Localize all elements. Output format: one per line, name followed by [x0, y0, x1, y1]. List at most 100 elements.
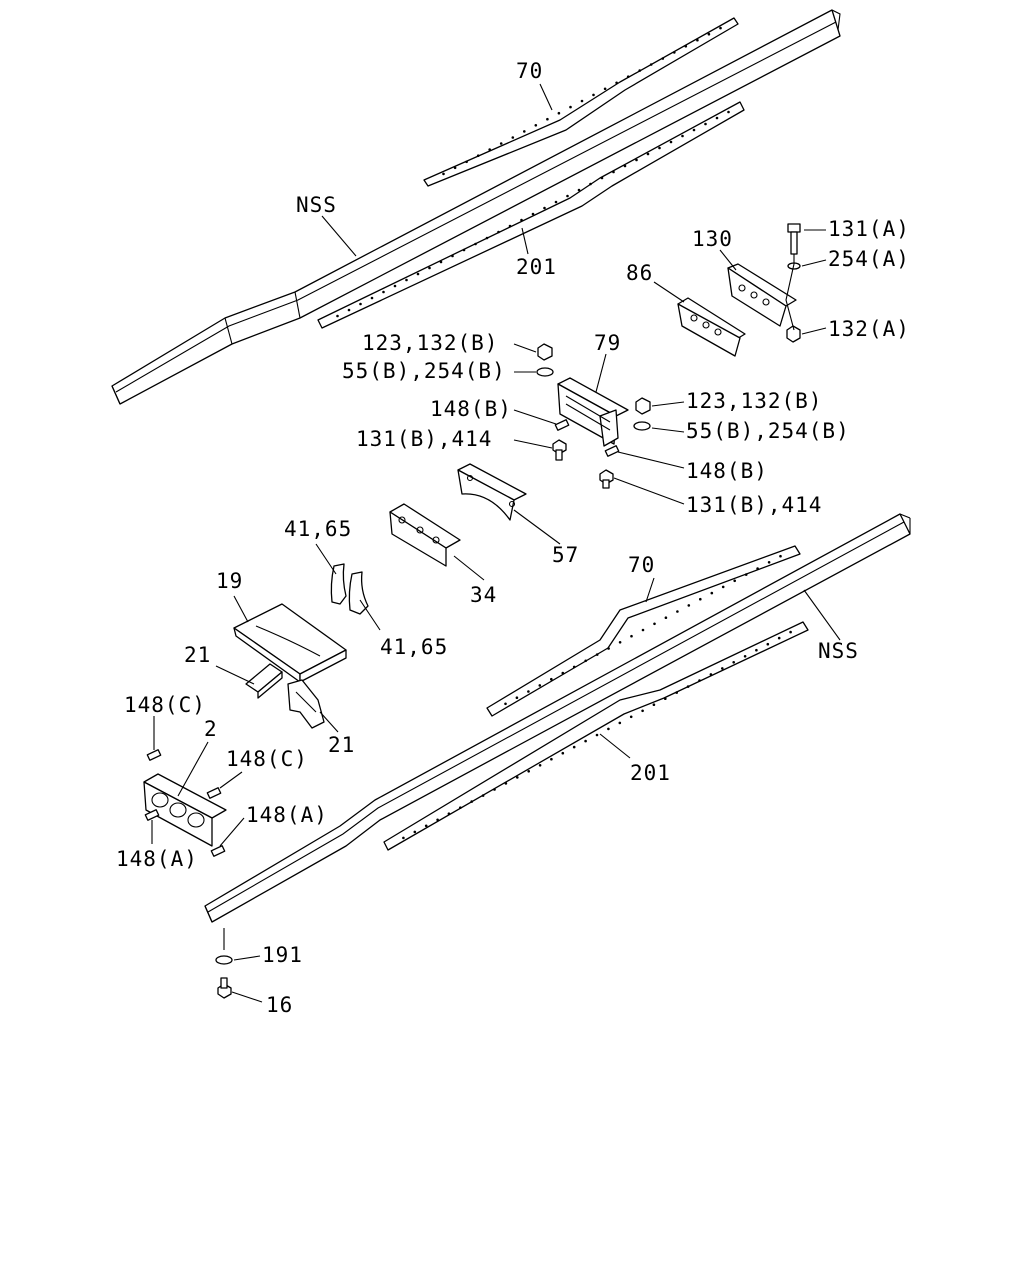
- bolt-hole: [612, 170, 615, 174]
- bolt-hole: [515, 696, 519, 699]
- bolt-hole: [584, 739, 587, 743]
- bolt-hole: [459, 806, 462, 809]
- label-123-132b-left: 123,132(B): [362, 331, 498, 355]
- leader-lines: [151, 83, 841, 1003]
- bolt-hole: [698, 679, 701, 682]
- nut-123-left-icon: [537, 343, 553, 361]
- label-131b-414-left: 131(B),414: [356, 427, 492, 451]
- bolt-hole: [641, 628, 645, 632]
- bolt-hole: [707, 32, 711, 36]
- bolt-hole: [641, 709, 644, 713]
- label-55-254b-right: 55(B),254(B): [686, 419, 850, 443]
- bolt-hole: [584, 659, 587, 663]
- bolt-hole: [474, 242, 477, 246]
- bolt-hole: [527, 770, 530, 773]
- bolt-hole: [511, 136, 515, 139]
- bolt-hole: [393, 284, 397, 288]
- bolt-hole: [719, 26, 722, 30]
- bolt-hole: [504, 702, 507, 706]
- bolt-hole: [595, 733, 599, 737]
- bolt-hole: [709, 673, 713, 676]
- label-86: 86: [626, 261, 653, 285]
- bolt-hole: [721, 667, 724, 670]
- label-nss-upper: NSS: [296, 193, 337, 217]
- label-70-lower: 70: [628, 553, 655, 577]
- label-19: 19: [216, 569, 243, 593]
- bolt-hole: [626, 75, 630, 78]
- bolt-hole: [546, 117, 549, 121]
- label-201-lower: 201: [630, 761, 671, 785]
- label-191: 191: [262, 943, 303, 967]
- crossmember-57: [457, 463, 527, 521]
- reinforcement-201-upper: [317, 101, 745, 329]
- label-201-upper: 201: [516, 255, 557, 279]
- bolt-hole: [696, 38, 699, 42]
- bolt-hole: [649, 63, 653, 66]
- label-70-upper: 70: [516, 59, 543, 83]
- shim-148b-right-icon: [604, 445, 620, 457]
- bolt-hole: [561, 671, 565, 675]
- label-148b-right: 148(B): [686, 459, 768, 483]
- bolt-hole: [630, 634, 633, 638]
- bolt-hole: [652, 703, 656, 706]
- bolt-hole: [618, 721, 622, 725]
- bolt-hole: [402, 836, 405, 840]
- bolt-hole: [732, 661, 735, 664]
- washer-55-left-icon: [536, 367, 554, 377]
- bolt-hole: [538, 764, 542, 767]
- label-148b-left: 148(B): [430, 397, 512, 421]
- crossmember-86: [677, 297, 746, 357]
- bolt-hole: [710, 591, 714, 595]
- bolt-131b-left-icon: [552, 439, 567, 461]
- bolt-hole: [715, 116, 719, 120]
- bolt-hole: [686, 685, 690, 688]
- label-131b-414-right: 131(B),414: [686, 493, 822, 517]
- bolt-hole: [442, 172, 445, 176]
- bolt-hole: [577, 188, 581, 192]
- bolt-hole: [347, 308, 351, 312]
- bolt-hole: [447, 812, 451, 815]
- label-130: 130: [692, 227, 733, 251]
- label-132a: 132(A): [828, 317, 910, 341]
- bolt-hole: [684, 45, 688, 48]
- bolt-hole: [508, 224, 512, 228]
- crossmember-130: [727, 263, 797, 327]
- bolt-hole: [416, 272, 420, 276]
- bolt-hole: [675, 691, 678, 694]
- part-labels: 70 NSS 201 130 86 131(A) 254(A) 132(A) 7…: [116, 59, 910, 1017]
- bolt-131a-icon: [787, 223, 801, 255]
- label-131a: 131(A): [828, 217, 910, 241]
- label-2: 2: [204, 717, 218, 741]
- bolt-hole: [699, 597, 702, 601]
- bolt-hole: [504, 782, 508, 785]
- bolt-hole: [789, 630, 792, 634]
- shim-148a-right-icon: [210, 845, 226, 857]
- bolt-hole: [653, 622, 656, 626]
- bracket-41-65-a: [330, 563, 347, 605]
- bolt-hole: [779, 554, 782, 558]
- crossmember-34: [389, 503, 461, 567]
- bolt-hole: [428, 266, 431, 270]
- bolt-hole: [436, 818, 439, 822]
- bolt-hole: [755, 648, 758, 652]
- assembly-line-a: [785, 254, 795, 331]
- bolt-hole: [405, 278, 408, 282]
- bolt-hole: [543, 206, 546, 210]
- bolt-hole: [527, 690, 530, 693]
- label-21-right: 21: [328, 733, 355, 757]
- bolt-hole: [359, 302, 362, 306]
- bolt-hole: [676, 610, 679, 613]
- label-148a-left: 148(A): [116, 847, 198, 871]
- bolt-hole: [743, 655, 747, 658]
- bolt-hole: [661, 57, 665, 60]
- bolt-hole: [382, 290, 385, 294]
- bolt-hole: [664, 616, 668, 619]
- bolt-hole: [635, 158, 638, 162]
- frame-side-rail-upper: [111, 9, 841, 405]
- bolt-hole: [777, 636, 781, 640]
- label-148a-right: 148(A): [246, 803, 328, 827]
- label-254a: 254(A): [828, 247, 910, 271]
- bolt-hole: [623, 164, 627, 168]
